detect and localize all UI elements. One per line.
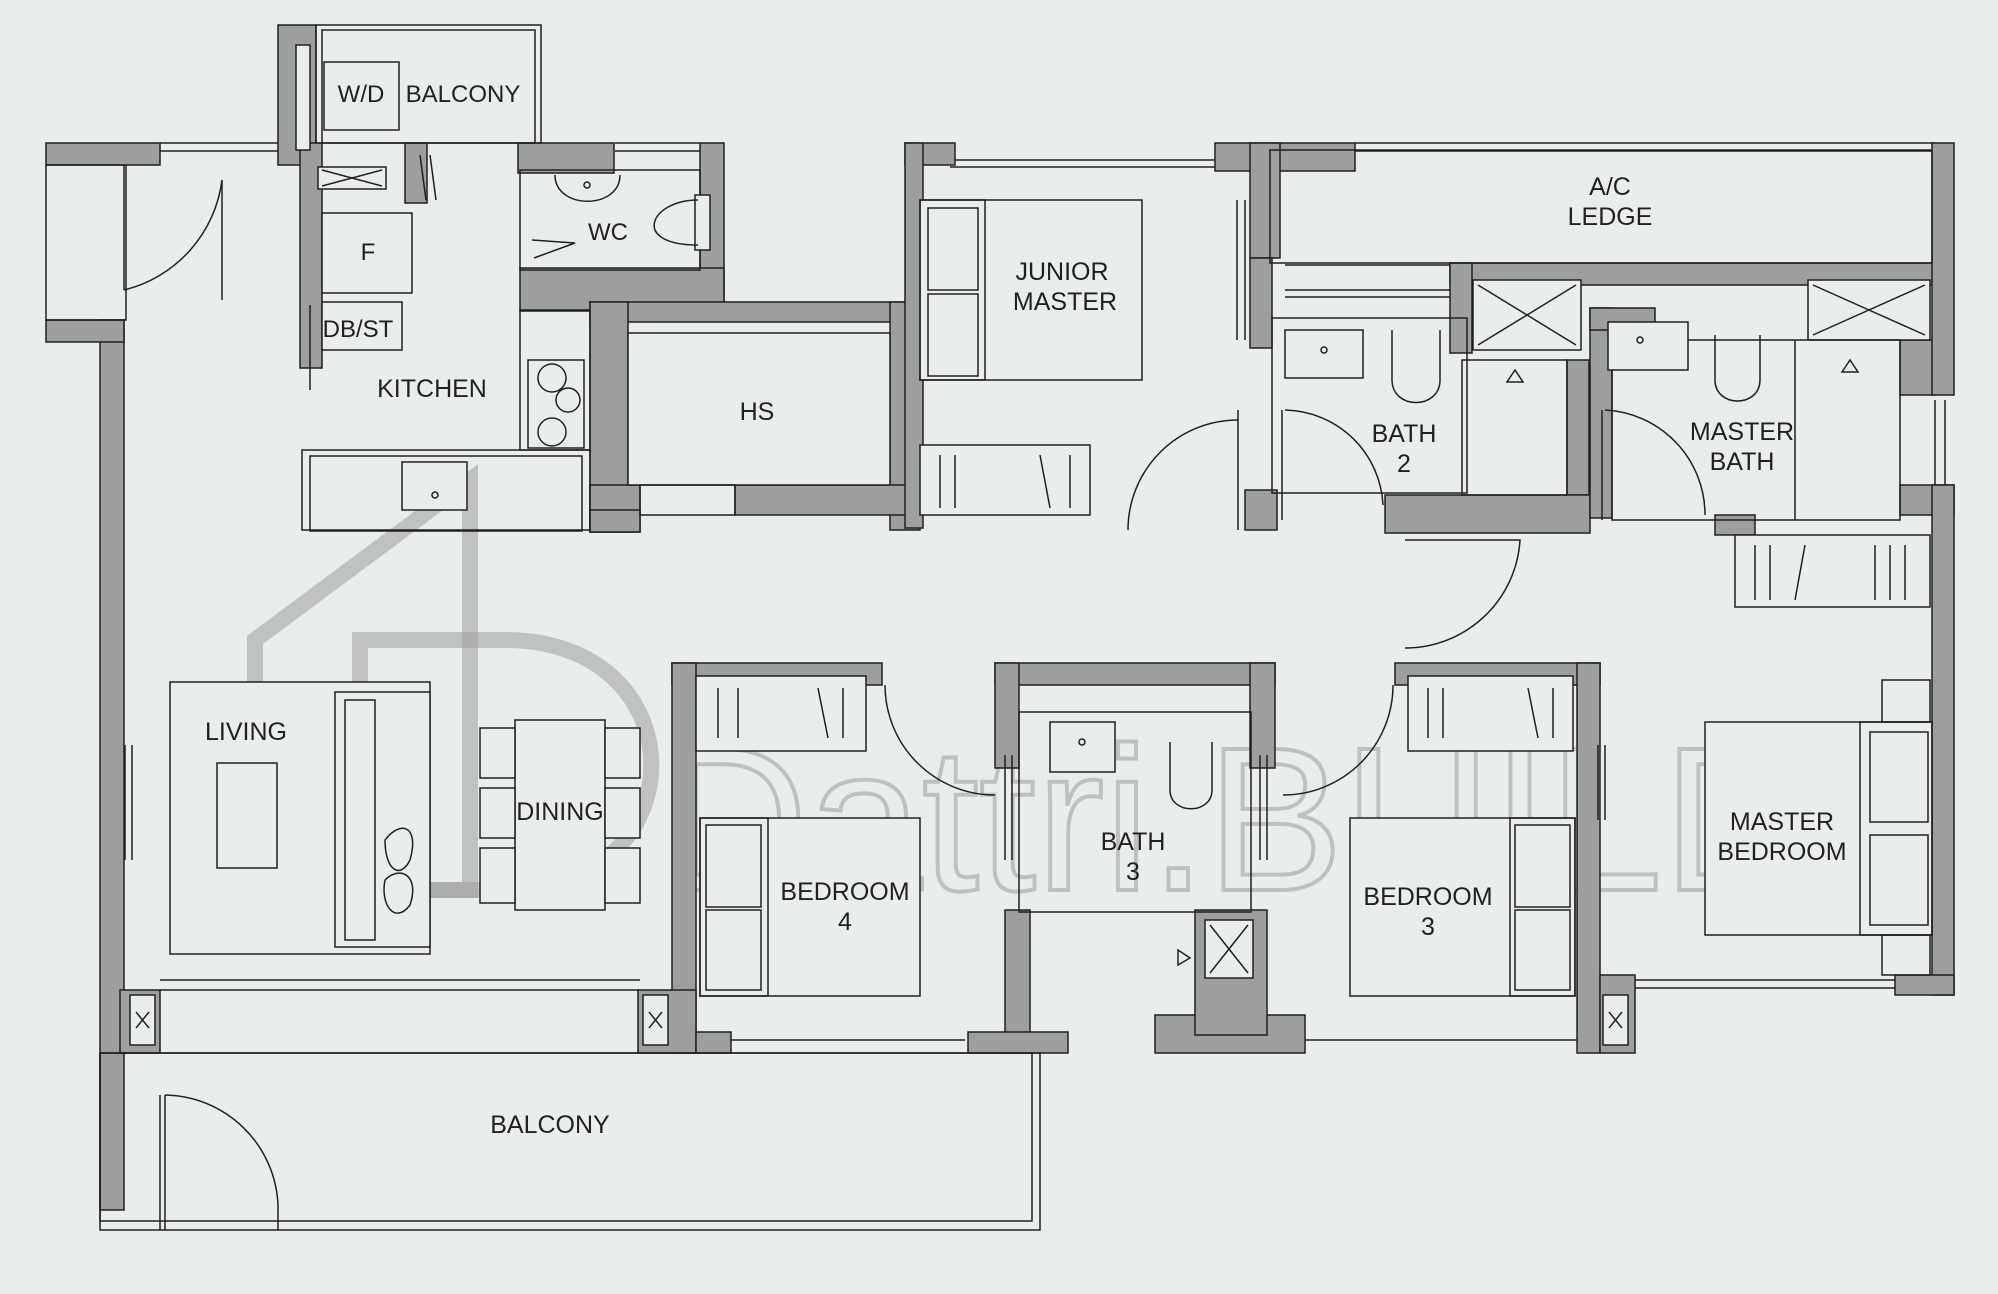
- master-bedroom-furniture: [1704, 679, 1933, 976]
- master-bedroom-label-2: BEDROOM: [1717, 838, 1846, 866]
- wc-label: WC: [588, 219, 628, 246]
- bath2-label-1: BATH: [1372, 420, 1437, 448]
- main-balcony: [99, 1052, 1041, 1231]
- hs-label: HS: [740, 398, 775, 426]
- bedroom4-label-1: BEDROOM: [780, 878, 909, 906]
- living-label: LIVING: [205, 718, 287, 746]
- ac-ledge-label-2: LEDGE: [1568, 203, 1653, 231]
- wc-fixtures: [519, 169, 711, 271]
- dbst-label: DB/ST: [323, 316, 394, 343]
- ac-ledge-label-1: A/C: [1589, 173, 1631, 201]
- master-bath-fixtures: [1601, 321, 1931, 608]
- bedroom4-furniture: [695, 675, 1013, 997]
- fridge-label: F: [361, 239, 376, 266]
- bath2-label-2: 2: [1397, 450, 1411, 478]
- bath3-label-1: BATH: [1101, 828, 1166, 856]
- window-lines: [124, 142, 1946, 1041]
- bedroom3-furniture: [1259, 675, 1606, 997]
- household-shelter: [627, 332, 891, 516]
- dining-label: DINING: [516, 798, 604, 826]
- bedroom3-label-2: 3: [1421, 913, 1435, 941]
- bedroom3-label-1: BEDROOM: [1363, 883, 1492, 911]
- wd-label: W/D: [338, 81, 385, 108]
- master-bath-label-1: MASTER: [1690, 418, 1794, 446]
- junior-master-label-2: MASTER: [1013, 288, 1117, 316]
- service-balcony: [315, 24, 542, 144]
- junior-master-furniture: [919, 199, 1246, 531]
- master-bath-label-2: BATH: [1710, 448, 1775, 476]
- bedroom4-label-2: 4: [838, 908, 852, 936]
- bath3-label-2: 3: [1126, 858, 1140, 886]
- kitchen-label: KITCHEN: [377, 375, 487, 403]
- shaft-markers: [129, 44, 1931, 1046]
- balcony-label: BALCONY: [490, 1111, 610, 1139]
- master-bedroom-label-1: MASTER: [1730, 808, 1834, 836]
- bath3-fixtures: [1018, 711, 1252, 967]
- service-balcony-label: BALCONY: [406, 81, 521, 108]
- living-dining-furniture: [169, 681, 641, 955]
- ac-ledge: [1269, 149, 1933, 264]
- entrance-door[interactable]: [45, 164, 223, 321]
- junior-master-label-1: JUNIOR: [1015, 258, 1108, 286]
- bath2-fixtures: [1271, 317, 1568, 649]
- kitchen-fixtures: [301, 154, 591, 532]
